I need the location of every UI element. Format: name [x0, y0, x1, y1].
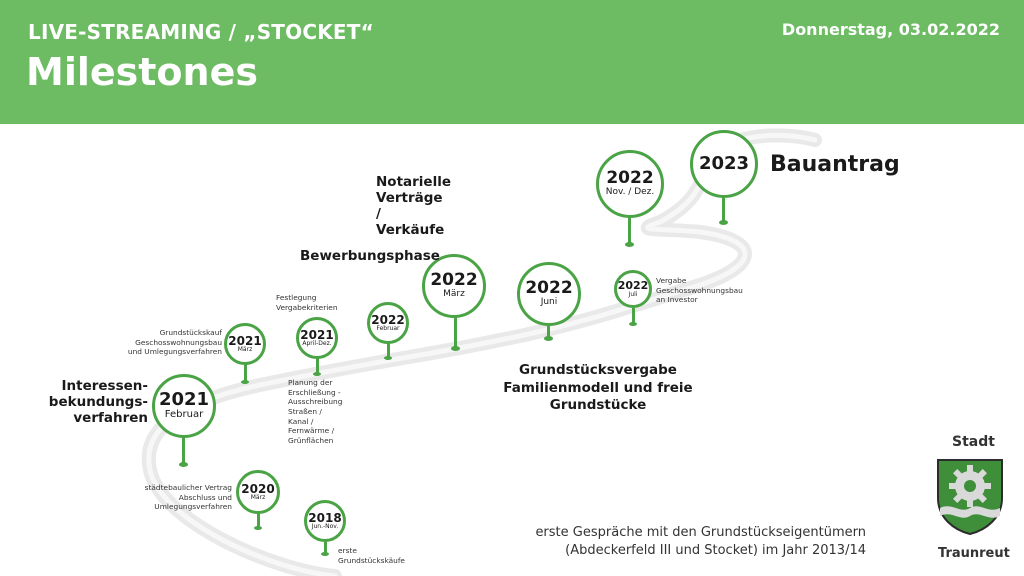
milestone-note: Bauantrag [770, 152, 900, 177]
page-title: Milestones [26, 50, 258, 94]
milestone-note: Interessen- bekundungs- verfahren [48, 378, 148, 427]
traunreut-coat-of-arms-icon [937, 459, 1003, 536]
milestone-badge: 2021 März [224, 323, 266, 365]
milestone-stem [632, 308, 635, 324]
milestone-stem [316, 358, 319, 374]
milestone-stem [387, 342, 390, 358]
milestone-badge: 2021 Februar [152, 374, 216, 438]
milestone-dot [451, 346, 460, 351]
milestone-badge: 2023 [690, 130, 758, 198]
milestone-dot [384, 356, 392, 360]
footnote-text: erste Gespräche mit den Grundstückseigen… [535, 525, 866, 558]
milestone-badge: 2022 Nov. / Dez. [596, 150, 664, 218]
milestone-badge: 2022 Februar [367, 302, 409, 344]
milestone-dot [254, 526, 262, 530]
milestone-dot [179, 462, 188, 467]
milestone-stem [257, 510, 260, 528]
milestone-stem [454, 316, 457, 348]
milestone-note: Grundstücksvergabe Familienmodell und fr… [503, 362, 693, 414]
milestone-note: Planung der Erschließung - Ausschreibung… [288, 378, 343, 445]
milestone-stem [628, 214, 631, 244]
milestone-dot [544, 336, 553, 341]
milestone-stem [547, 324, 550, 338]
milestone-stem [182, 434, 185, 464]
milestone-badge: 2022 März [422, 254, 486, 318]
milestone-dot [321, 552, 329, 556]
logo-city-label: Stadt [952, 434, 995, 450]
milestone-note: Vergabe Geschosswohnungsbau an Investor [656, 276, 743, 305]
milestone-note: erste Grundstückskäufe [338, 546, 405, 565]
milestone-dot [625, 242, 634, 247]
milestone-stem [324, 540, 327, 554]
milestone-dot [313, 372, 321, 376]
milestone-note: Bewerbungsphase [300, 248, 440, 264]
milestone-note: Notarielle Verträge / Verkäufe [376, 174, 451, 238]
header-subtitle: LIVE-STREAMING / „STOCKET“ [28, 20, 374, 44]
milestone-stem [244, 364, 247, 382]
milestone-note: städtebaulicher Vertrag Abschluss und Um… [144, 483, 232, 512]
header-bar: LIVE-STREAMING / „STOCKET“ Milestones Do… [0, 0, 1024, 124]
logo-city-name: Traunreut [938, 546, 1010, 561]
milestone-badge: 2018 Jun.-Nov. [304, 500, 346, 542]
milestone-dot [629, 322, 637, 326]
milestone-badge: 2020 März [236, 470, 280, 514]
milestone-badge: 2021 April-Dez. [296, 317, 338, 359]
milestone-note: Festlegung Vergabekriterien [276, 293, 338, 312]
milestone-dot [719, 220, 728, 225]
milestone-stem [722, 192, 725, 222]
milestone-badge: 2022 Juli [614, 270, 652, 308]
milestone-note: Grundstückskauf Geschosswohnungsbau und … [127, 328, 222, 357]
milestone-dot [241, 380, 249, 384]
milestone-badge: 2022 Juni [517, 262, 581, 326]
header-date: Donnerstag, 03.02.2022 [781, 20, 1000, 39]
